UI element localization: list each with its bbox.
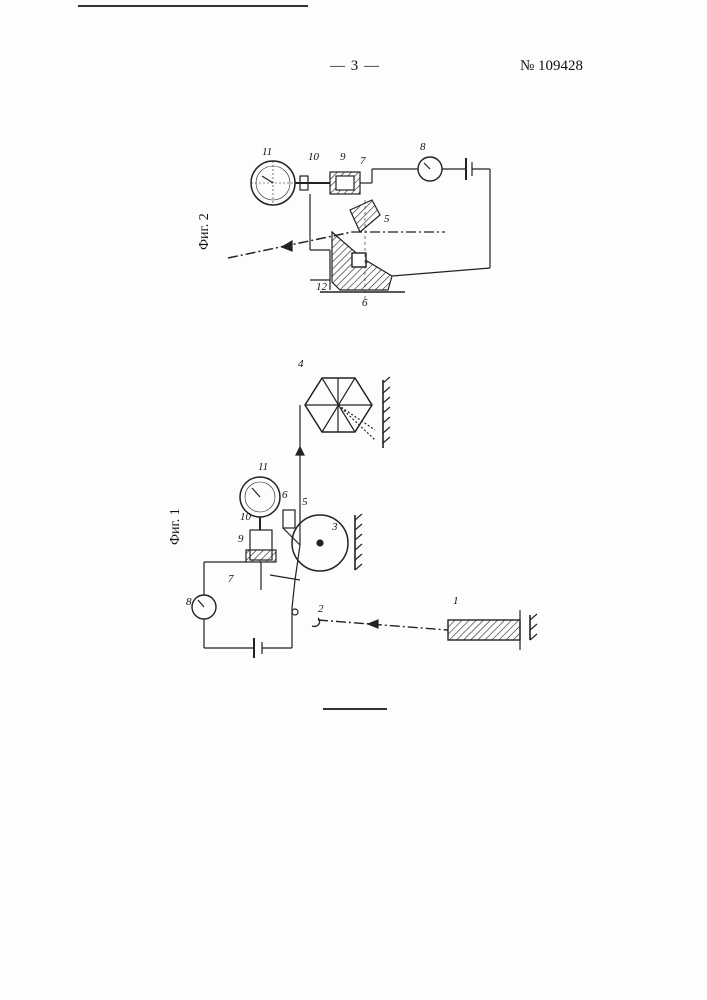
svg-text:6: 6 [282, 489, 288, 501]
svg-text:11: 11 [262, 146, 272, 158]
svg-text:5: 5 [384, 213, 390, 225]
svg-text:8: 8 [420, 141, 426, 153]
svg-text:9: 9 [238, 533, 244, 545]
bottom-rule [323, 708, 387, 710]
svg-text:5: 5 [302, 496, 308, 508]
svg-text:6: 6 [362, 297, 368, 309]
figure-2-drawing [228, 157, 490, 300]
svg-text:4: 4 [298, 358, 304, 370]
figure-1-numerals: 4 11 6 5 10 9 7 3 2 8 1 [186, 358, 459, 615]
wire-source-1 [448, 620, 520, 640]
svg-text:2: 2 [318, 603, 324, 615]
svg-text:8: 8 [186, 596, 192, 608]
svg-text:11: 11 [258, 461, 268, 473]
svg-text:10: 10 [308, 151, 320, 163]
contact-head-9-fig1 [246, 550, 276, 562]
svg-text:10: 10 [240, 511, 252, 523]
svg-text:9: 9 [340, 151, 346, 163]
svg-text:7: 7 [228, 573, 234, 585]
svg-text:3: 3 [331, 521, 338, 533]
svg-text:7: 7 [360, 155, 366, 167]
svg-text:12: 12 [316, 281, 328, 293]
svg-text:1: 1 [453, 595, 459, 607]
